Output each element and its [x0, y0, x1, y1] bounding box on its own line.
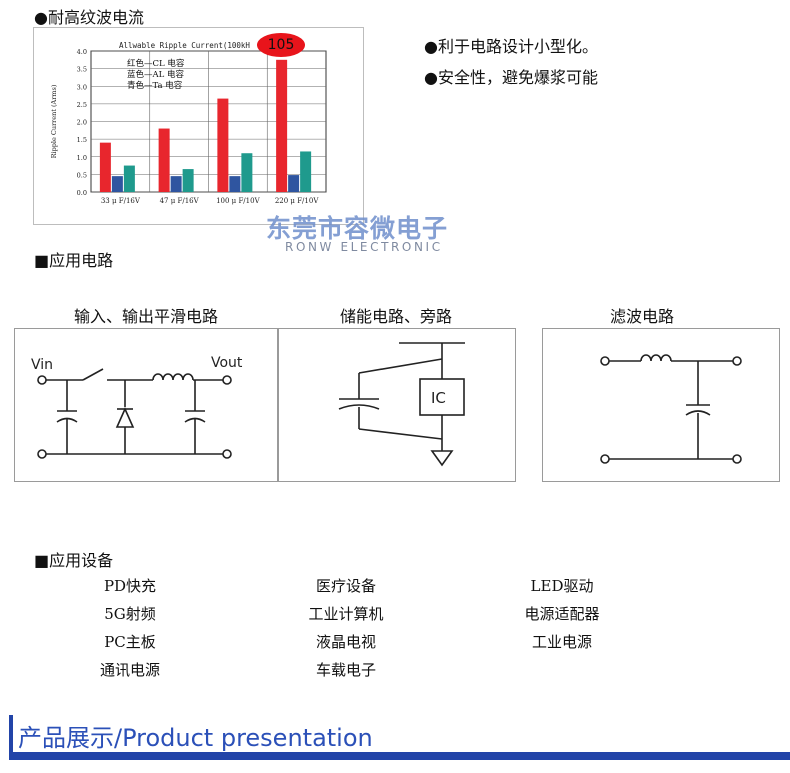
- application-item: 电源适配器: [524, 605, 600, 623]
- application-item: 工业电源: [531, 633, 592, 651]
- circuit-filter-diagram: [542, 328, 780, 482]
- bar-ta: [241, 153, 253, 192]
- circuit-smoothing-diagram: Vin Vout: [14, 328, 278, 482]
- bar-cl: [276, 59, 288, 192]
- footer-accent-bar: [9, 715, 13, 755]
- bullet-safety: ●安全性，避免爆浆可能: [424, 68, 598, 87]
- vin-label: Vin: [31, 357, 53, 373]
- x-tick-label: 33 μ F/16V: [101, 197, 141, 205]
- y-tick-label: 1.5: [77, 136, 87, 144]
- bar-al: [288, 175, 300, 192]
- bar-cl: [158, 128, 170, 192]
- bar-al: [170, 176, 182, 192]
- y-tick-label: 4.0: [77, 48, 87, 56]
- chart-title: Allwable Ripple Current(100kH: [119, 41, 250, 50]
- y-axis-label: Ripple Current (Arms): [50, 84, 58, 158]
- bar-al: [229, 176, 241, 192]
- badge-105: 105: [257, 33, 305, 57]
- ic-label: IC: [431, 389, 446, 407]
- y-tick-label: 3.0: [77, 83, 87, 91]
- application-item: PC主板: [104, 633, 156, 651]
- circuit-title-filter: 滤波电路: [609, 307, 674, 326]
- y-tick-label: 0.5: [77, 171, 87, 179]
- vout-label: Vout: [211, 355, 243, 371]
- y-tick-label: 2.5: [77, 101, 87, 109]
- legend-entry: 青色—Ta 电容: [127, 80, 183, 91]
- application-item: 车载电子: [315, 661, 376, 679]
- y-tick-label: 1.0: [77, 154, 87, 162]
- equipment-section-title: ■应用设备: [34, 551, 114, 570]
- circuit-section-title: ■应用电路: [34, 251, 114, 270]
- legend-entry: 红色—CL 电容: [127, 58, 185, 69]
- ripple-section-title: ●耐高纹波电流: [34, 8, 144, 27]
- y-tick-label: 2.0: [77, 119, 87, 127]
- application-item: 医疗设备: [315, 577, 376, 595]
- bar-cl: [99, 142, 111, 192]
- circuit-title-storage: 储能电路、旁路: [339, 307, 452, 326]
- bar-ta: [182, 169, 194, 192]
- application-item: 5G射频: [104, 605, 156, 623]
- product-presentation-title: 产品展示/Product presentation: [18, 724, 373, 752]
- application-item: 液晶电视: [315, 633, 376, 651]
- filter-schematic: [600, 354, 742, 464]
- smoothing-schematic: Vin Vout: [31, 355, 243, 459]
- application-item: LED驱动: [530, 577, 594, 595]
- y-tick-label: 3.5: [77, 66, 87, 74]
- legend-entry: 蓝色—AL 电容: [127, 69, 184, 80]
- bar-cl: [217, 98, 229, 192]
- application-item: 通讯电源: [99, 661, 160, 679]
- bullet-miniaturization: ●利于电路设计小型化。: [424, 37, 598, 56]
- bar-al: [111, 176, 123, 192]
- x-tick-label: 100 μ F/10V: [216, 197, 260, 205]
- storage-schematic: IC: [338, 342, 465, 467]
- x-tick-label: 220 μ F/10V: [275, 197, 319, 205]
- watermark-chinese: 东莞市容微电子: [266, 214, 449, 243]
- footer-underline: [9, 752, 790, 760]
- circuit-title-smoothing: 输入、输出平滑电路: [73, 307, 218, 326]
- x-tick-label: 47 μ F/16V: [160, 197, 200, 205]
- ripple-chart-svg: 0.0 0.5 1.0 1.5 2.0 2.5 3.0 3.5 4.0 33 μ F/16V 47 …: [50, 41, 327, 205]
- circuit-storage-diagram: IC: [278, 328, 516, 482]
- watermark-english: RONW ELECTRONIC: [285, 240, 443, 254]
- y-tick-label: 0.0: [77, 189, 87, 197]
- bar-ta: [300, 151, 312, 192]
- bar-ta: [123, 165, 135, 192]
- application-item: 工业计算机: [308, 605, 384, 623]
- application-item: PD快充: [103, 577, 157, 595]
- ripple-chart: 0.0 0.5 1.0 1.5 2.0 2.5 3.0 3.5 4.0 33 μ F/16V 47 …: [33, 27, 364, 225]
- badge-text: 105: [267, 37, 295, 53]
